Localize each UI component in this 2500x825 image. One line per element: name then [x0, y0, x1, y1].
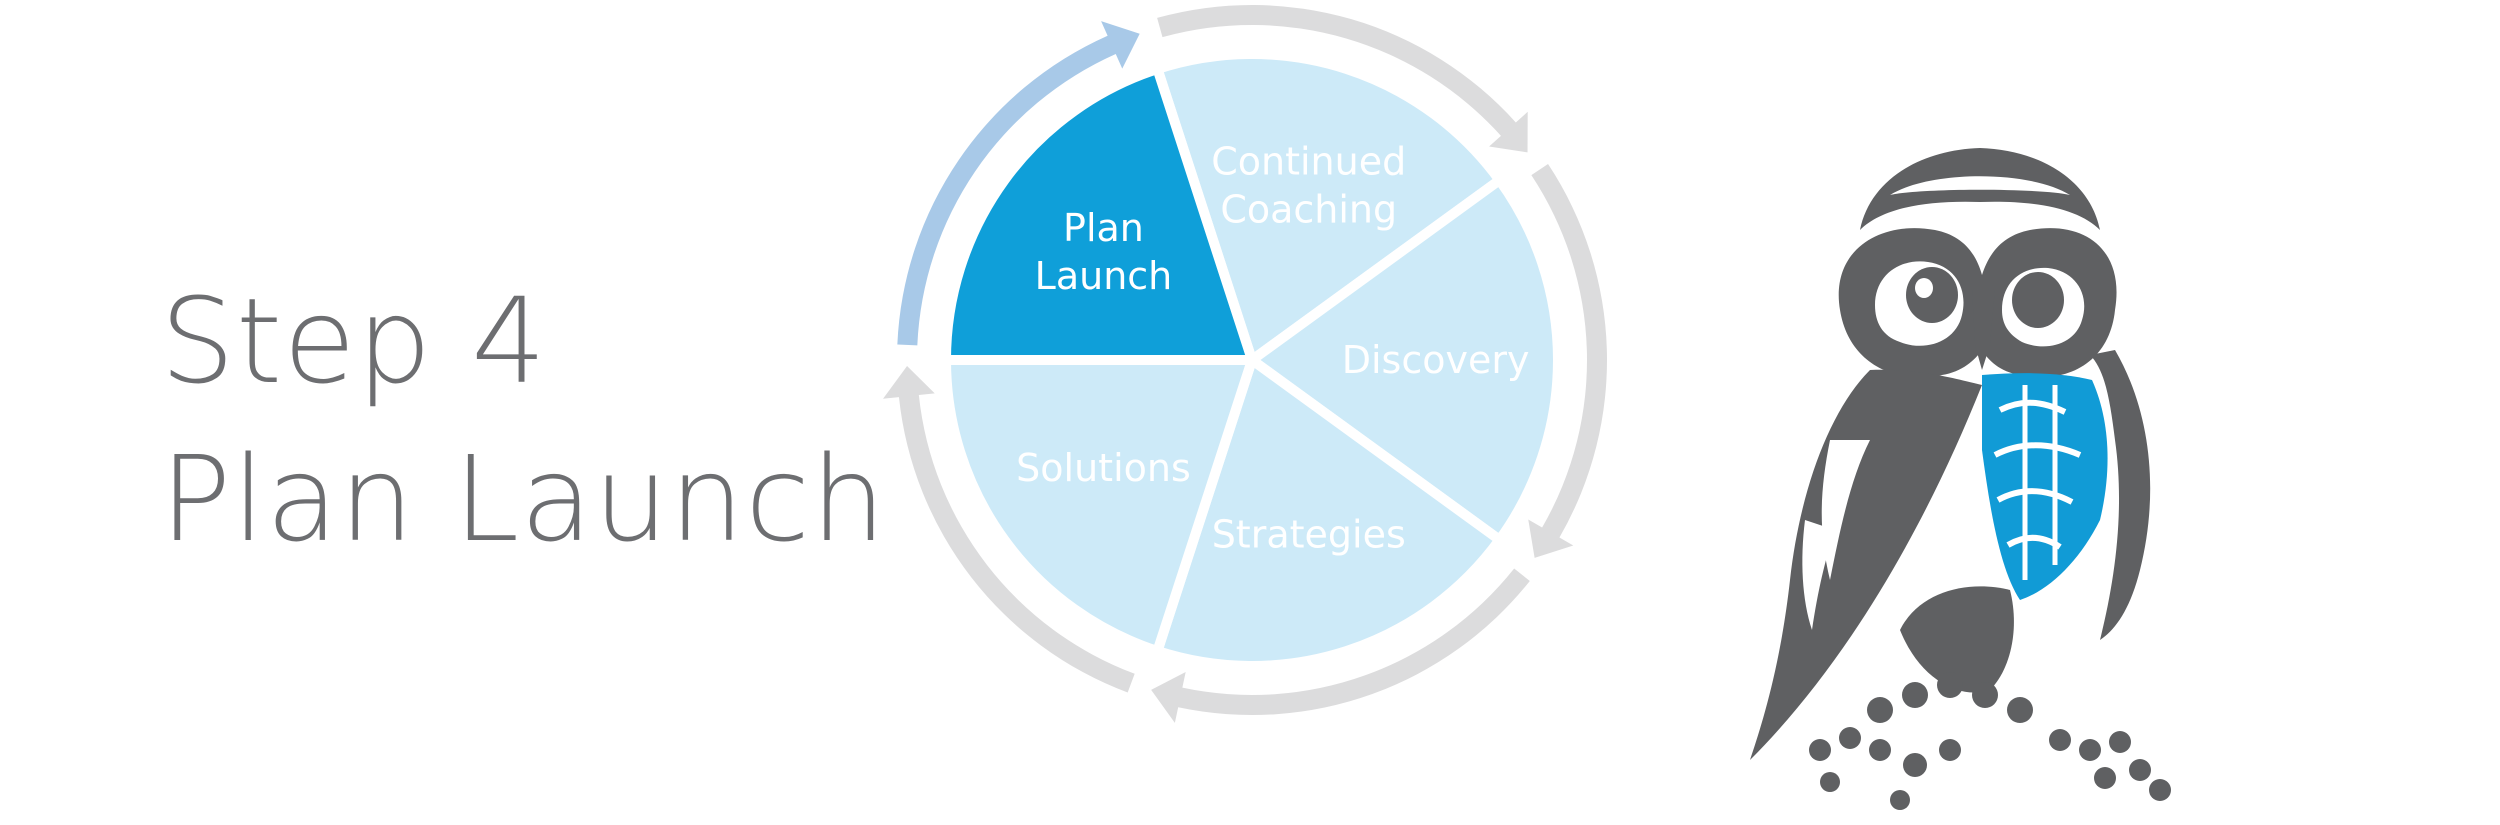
page-title: Step 4 Plan Launch [160, 262, 887, 578]
step-name: Plan Launch [160, 430, 887, 568]
cycle-segments [941, 49, 1563, 671]
owl-icon [1750, 148, 2171, 810]
cycle-label-strategies: Strategies [1212, 513, 1406, 557]
cycle-arrow-plan-launch [897, 21, 1140, 346]
cycle-segment-plan-launch [941, 63, 1257, 365]
step-number: Step 4 [160, 272, 548, 410]
cycle-label-discovery: Discovery [1342, 338, 1530, 382]
cycle-arrow-solutions [883, 366, 1135, 693]
cycle-label-solutions: Solutions [1016, 446, 1191, 490]
cycle-segment-solutions [941, 355, 1257, 657]
cycle-arrow-discovery [1528, 164, 1607, 558]
cycle-segment-continued-coaching [1152, 49, 1505, 365]
cycle-segment-discovery [1247, 175, 1563, 545]
cycle-arrows [883, 5, 1607, 723]
cycle-segment-strategies [1152, 355, 1505, 671]
cycle-arrow-continued-coaching [1157, 5, 1528, 153]
cycle-arrow-strategies [1151, 568, 1530, 723]
